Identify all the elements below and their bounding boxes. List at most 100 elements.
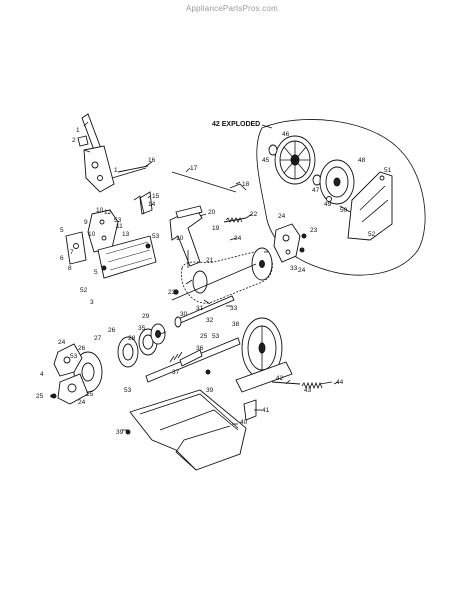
rod-42 (271, 381, 301, 385)
label-5b: 5 (94, 269, 98, 276)
label-46: 46 (282, 131, 290, 138)
rod-16 (117, 165, 149, 173)
exploded-outline (256, 119, 426, 276)
spring-36 (179, 349, 203, 367)
label-6: 6 (60, 255, 64, 262)
label-24d: 24 (298, 267, 306, 274)
label-16: 16 (148, 157, 156, 164)
bolt-23b (301, 233, 307, 239)
bracket-41 (243, 399, 257, 421)
label-24c: 24 (278, 213, 286, 220)
label-40: 40 (240, 419, 248, 426)
label-4: 4 (40, 371, 44, 378)
pan-40 (129, 389, 247, 471)
label-10b: 10 (88, 231, 96, 238)
label-34: 34 (234, 235, 242, 242)
side-bracket-group (273, 223, 307, 263)
label-7: 7 (70, 249, 74, 256)
label-17: 17 (190, 165, 198, 172)
label-1a: 1 (76, 127, 80, 134)
label-14: 14 (148, 201, 156, 208)
label-2: 2 (72, 137, 76, 144)
label-32: 32 (206, 317, 214, 324)
bolt-45 (268, 144, 278, 156)
label-25c: 25 (200, 333, 208, 340)
chain-drive-group (171, 247, 273, 328)
label-20: 20 (208, 209, 216, 216)
spring-43 (301, 381, 323, 390)
axle-pulley-group (145, 317, 333, 393)
label-37: 37 (172, 369, 180, 376)
label-44: 44 (336, 379, 344, 386)
label-27: 27 (94, 335, 102, 342)
label-19: 19 (212, 225, 220, 232)
rods-group (117, 165, 247, 215)
label-30: 30 (180, 311, 188, 318)
label-24a: 24 (58, 339, 66, 346)
label-24b: 24 (78, 399, 86, 406)
label-8: 8 (68, 265, 72, 272)
label-29: 29 (142, 313, 150, 320)
label-12: 12 (104, 209, 112, 216)
bracket-24 (273, 223, 301, 263)
bar-20 (175, 205, 203, 219)
label-39a: 39 (206, 387, 214, 394)
label-13: 13 (122, 231, 130, 238)
label-41: 41 (262, 407, 270, 414)
label-51: 51 (384, 167, 392, 174)
label-53d: 53 (124, 387, 132, 394)
label-26a: 26 (108, 327, 116, 334)
clip-18 (229, 183, 247, 191)
link-14 (133, 195, 145, 215)
label-43: 43 (304, 387, 312, 394)
label-45: 45 (262, 157, 270, 164)
bolt-39 (205, 369, 211, 375)
label-26b: 26 (78, 345, 86, 352)
label-42: 42 (276, 375, 284, 382)
rod-17 (171, 171, 237, 193)
label-33b: 33 (230, 305, 238, 312)
label-28: 28 (128, 335, 136, 342)
label-53b: 53 (152, 233, 160, 240)
label-25a: 25 (86, 391, 94, 398)
control-bracket-group (65, 209, 157, 279)
label-36: 36 (196, 345, 204, 352)
label-53c: 53 (70, 353, 78, 360)
label-53a: 53 (114, 217, 122, 224)
label-23b: 23 (310, 227, 318, 234)
label-5a: 5 (60, 227, 64, 234)
label-10c: 10 (176, 235, 184, 242)
label-47: 47 (312, 187, 320, 194)
bottom-pan-group (125, 389, 257, 471)
watermark: AppliancePartsPros.com (186, 4, 278, 13)
label-53e: 53 (212, 333, 220, 340)
label-3: 3 (90, 299, 94, 306)
bolt-39b (125, 429, 131, 435)
label-31: 31 (196, 305, 204, 312)
label-33a: 33 (290, 265, 298, 272)
label-52b: 52 (368, 231, 376, 238)
label-21: 21 (206, 257, 214, 264)
label-10a: 10 (96, 207, 104, 214)
label-48: 48 (358, 157, 366, 164)
label-9: 9 (84, 219, 88, 226)
exploded-label: 42 EXPLODED (212, 121, 260, 128)
part-labels: 2 1 1 16 17 18 15 14 20 22 19 34 21 12 5… (36, 127, 392, 436)
link-44 (319, 381, 333, 385)
shift-bracket (83, 145, 115, 193)
label-35: 35 (138, 325, 146, 332)
leader-lines (83, 121, 339, 431)
label-52: 52 (80, 287, 88, 294)
label-39b: 39 (116, 429, 124, 436)
bracket-51 (347, 171, 393, 241)
label-1b: 1 (114, 167, 118, 174)
label-38: 38 (232, 321, 240, 328)
shift-lever-assembly (77, 113, 147, 193)
base-bracket (235, 361, 293, 393)
spring-2 (77, 135, 89, 147)
label-11: 11 (116, 223, 123, 230)
label-25b: 25 (36, 393, 44, 400)
nut-23 (173, 289, 179, 295)
nut-49 (326, 196, 332, 202)
